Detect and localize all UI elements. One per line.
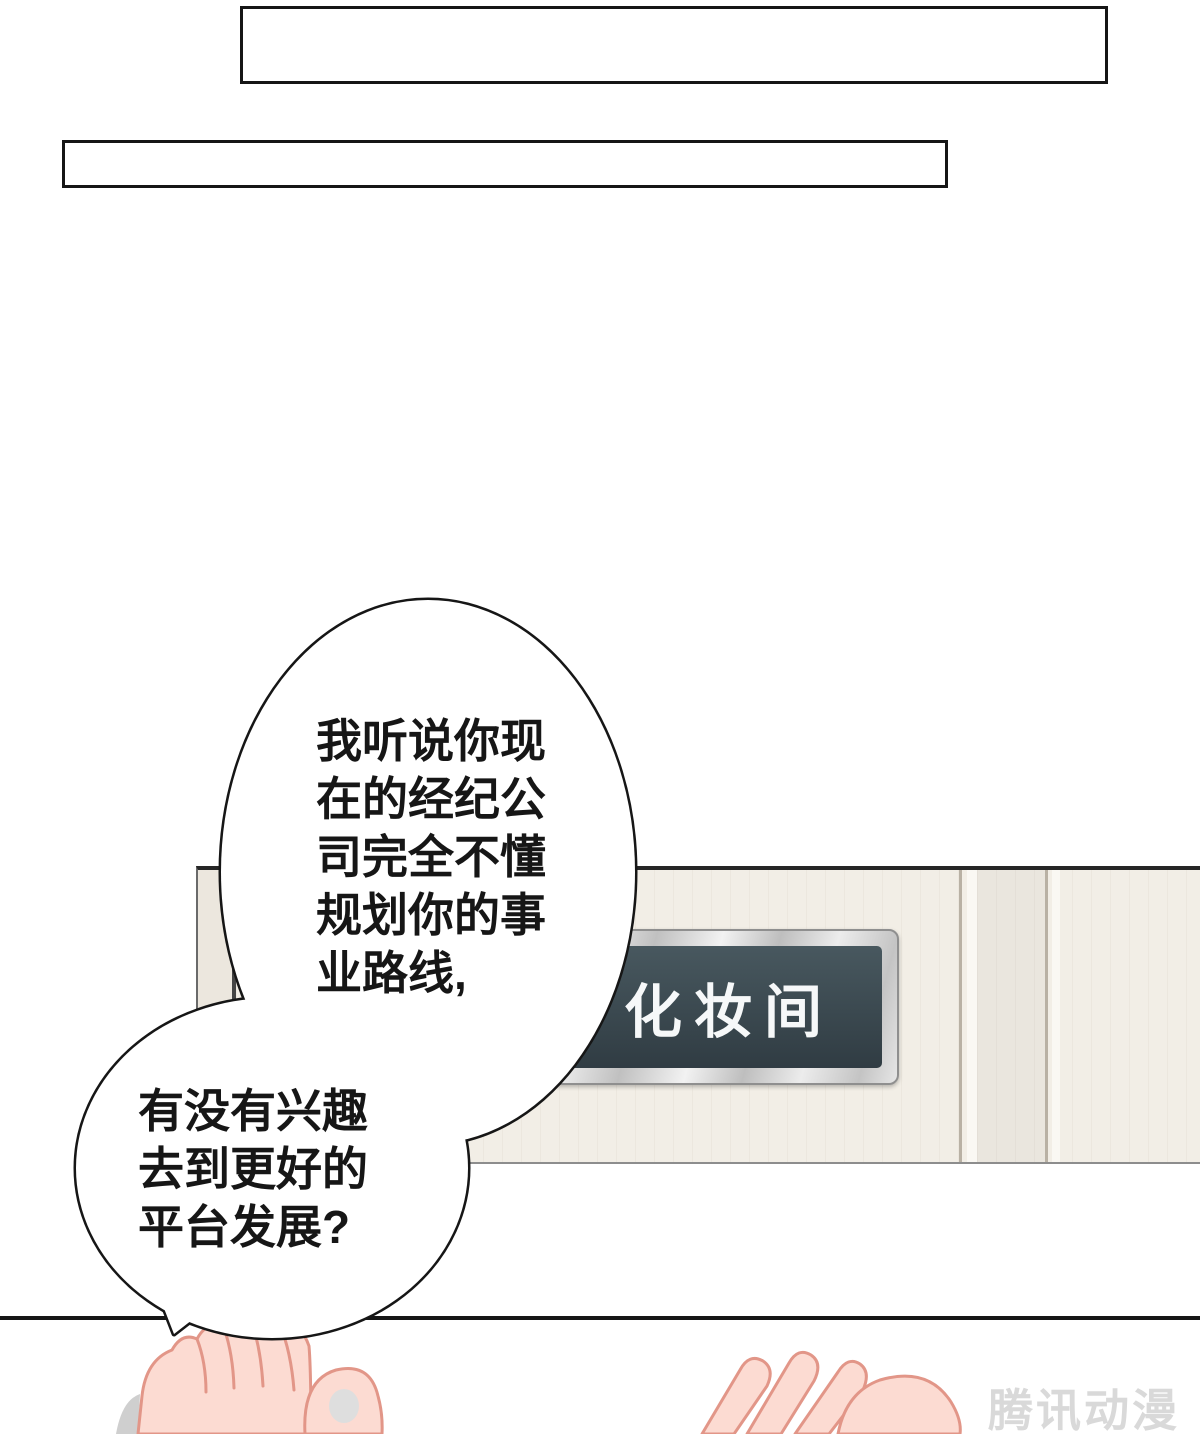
bubble-1-text: 我听说你现 在的经纪公 司完全不懂 规划你的事 业路线,: [316, 712, 561, 1002]
caption-box-top: [240, 6, 1108, 84]
bubble-2-text: 有没有兴趣 去到更好的 平台发展?: [138, 1082, 393, 1256]
bubble-1-line: 司完全不懂: [316, 831, 546, 883]
caption-box-second: [62, 140, 948, 188]
left-hand: [136, 1315, 384, 1434]
bubble-2-line: 平台发展?: [138, 1201, 351, 1253]
right-hand: [700, 1350, 962, 1434]
bubble-2-line: 去到更好的: [138, 1143, 368, 1195]
hand-shadow: [116, 1394, 140, 1434]
bubble-1-line: 业路线,: [316, 947, 467, 999]
bubble-2-fill: [76, 998, 468, 1338]
bubble-1-line: 在的经纪公: [316, 773, 546, 825]
door-sign-label: 化妆间: [623, 980, 834, 1045]
table-edge-line: [0, 1316, 1200, 1320]
thumb-shadow: [329, 1389, 359, 1423]
bubble-1-line: 我听说你现: [316, 715, 546, 767]
door-sign-frame: 化妆间: [547, 929, 899, 1085]
finger-crease: [195, 1337, 208, 1394]
door-groove-highlight: [967, 870, 977, 1162]
door-groove-line: [959, 870, 962, 1162]
right-finger: [745, 1350, 820, 1434]
watermark-text: 腾讯动漫: [988, 1385, 1181, 1436]
bubble-1-line: 规划你的事: [316, 889, 546, 941]
bubble-2-line: 有没有兴趣: [138, 1085, 368, 1137]
door-groove-highlight: [1052, 870, 1060, 1162]
right-palm: [836, 1374, 962, 1434]
right-finger: [700, 1357, 772, 1434]
door-groove-line: [1045, 870, 1048, 1162]
